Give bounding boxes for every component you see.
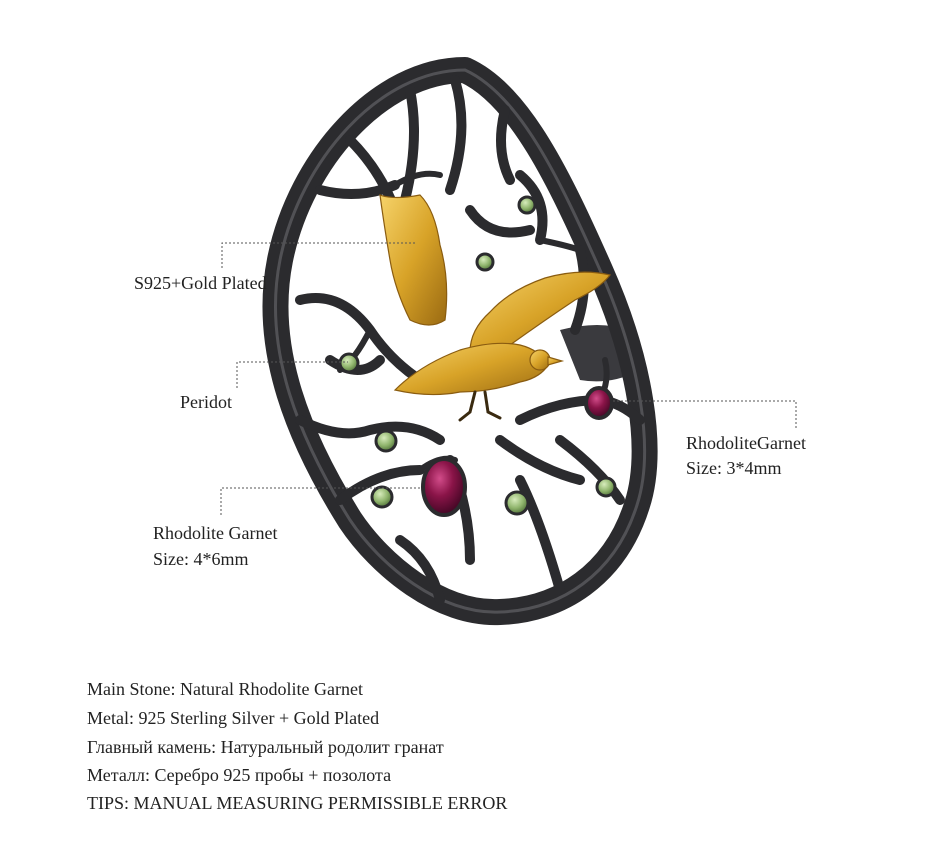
spec-line-main-stone-ru: Главный камень: Натуральный родолит гран… — [87, 737, 444, 757]
callout-peridot-label: Peridot — [180, 392, 232, 412]
gold-bird — [379, 194, 612, 396]
spec-line-main-stone: Main Stone: Natural Rhodolite Garnet — [87, 679, 363, 699]
spec-line-metal-ru: Металл: Серебро 925 пробы + позолота — [87, 765, 392, 785]
leader-lines — [220, 242, 797, 515]
garnet-stone — [421, 386, 614, 517]
callout-main-stone-name: Rhodolite Garnet — [153, 523, 278, 543]
callout-side-stone-name: RhodoliteGarnet — [686, 433, 806, 453]
spec-line-tips: TIPS: MANUAL MEASURING PERMISSIBLE ERROR — [87, 793, 508, 813]
spec-line-metal: Metal: 925 Sterling Silver + Gold Plated — [87, 708, 380, 728]
callout-side-stone-size: Size: 3*4mm — [686, 458, 782, 478]
callout-metal-label: S925+Gold Plated — [134, 273, 267, 293]
callout-main-stone-size: Size: 4*6mm — [153, 549, 249, 569]
peridot-stone — [338, 195, 617, 516]
